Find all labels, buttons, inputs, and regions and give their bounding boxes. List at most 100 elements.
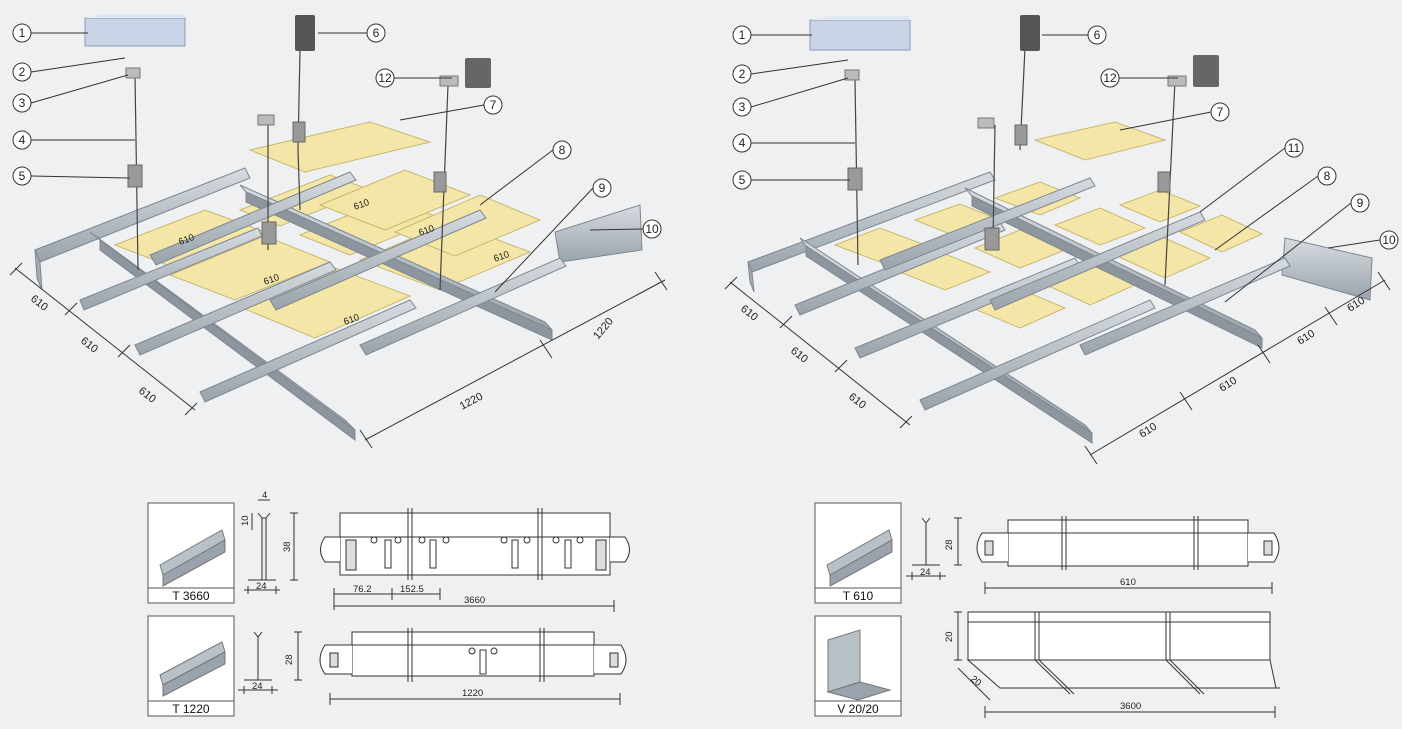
left-leader-2: [30, 74, 129, 104]
right-callout-label-8: 11: [1288, 141, 1301, 155]
profile-v2020: V 20/20 20 20 3600: [814, 611, 1280, 718]
left-bracket-3: [125, 67, 141, 79]
right-callout-circle-7: [1210, 102, 1230, 122]
t3660-dim-length: 3660: [464, 595, 485, 606]
right-callout-label-10: 9: [1357, 196, 1364, 210]
right-callout-label-4: 5: [739, 173, 746, 187]
right-dimensions: [724, 271, 1391, 465]
t3660-dim-76: 76.2: [353, 584, 372, 595]
right-leader-9: [1214, 175, 1319, 251]
left-callout-label-7: 7: [490, 98, 497, 112]
left-concrete-block: [84, 17, 186, 47]
right-callout-circle-1: [732, 64, 752, 84]
right-callout-circle-8: [1284, 138, 1304, 158]
left-callout-circle-8: [552, 140, 572, 160]
t1220-dim-length: 1220: [462, 688, 483, 699]
right-clip-6: [1020, 15, 1040, 51]
t610-dim-length: 610: [1120, 577, 1136, 588]
left-panel-mark-0: 610: [177, 232, 196, 248]
right-dim-right-1: 610: [1137, 421, 1159, 441]
left-callout-label-6: 12: [378, 71, 392, 85]
right-rails: [747, 171, 1373, 444]
left-clip-6: [295, 15, 315, 51]
left-dim-left-2: 610: [78, 335, 100, 356]
left-callout-label-4: 5: [19, 169, 26, 183]
left-callout-label-1: 2: [19, 65, 26, 79]
left-callout-label-2: 3: [19, 96, 26, 110]
t1220-dim-28: 28: [284, 654, 295, 665]
left-loose-panel: [248, 121, 432, 173]
left-dim-short: 1220: [591, 315, 616, 341]
t3660-dim-10: 10: [240, 515, 251, 526]
left-clip-12: [465, 58, 491, 88]
v2020-dim-width: 20: [968, 674, 983, 689]
right-callout-label-5: 6: [1094, 28, 1101, 42]
left-leader-10: [589, 228, 644, 231]
left-callout-circle-5: [366, 23, 386, 43]
right-callout-label-7: 7: [1217, 105, 1224, 119]
left-panel-mark-5: 610: [492, 249, 511, 265]
right-dim-right-3: 610: [1295, 328, 1317, 348]
right-concrete-block: [809, 19, 911, 51]
right-leader-7: [1119, 111, 1212, 131]
left-callout-circle-2: [12, 93, 32, 113]
right-callout-circle-11: [1379, 230, 1399, 250]
right-callout-label-3: 4: [739, 136, 746, 150]
t610-dim-24: 24: [920, 567, 931, 578]
t610-dim-28: 28: [944, 539, 955, 550]
right-callout-label-6: 12: [1103, 71, 1117, 85]
left-leader-9: [494, 187, 594, 293]
left-callout-label-3: 4: [19, 133, 26, 147]
right-callout-circle-4: [732, 170, 752, 190]
left-leader-7: [399, 104, 485, 121]
right-callout-circle-9: [1317, 166, 1337, 186]
left-callout-circle-4: [12, 166, 32, 186]
right-callout-circle-5: [1087, 25, 1107, 45]
left-callout-label-0: 1: [19, 26, 26, 40]
left-callout-label-8: 8: [559, 143, 566, 157]
right-callout-label-9: 8: [1324, 169, 1331, 183]
right-callout-circle-6: [1100, 68, 1120, 88]
left-panel-mark-1: 610: [262, 272, 281, 288]
left-dim-left-1: 610: [28, 293, 50, 314]
left-callout-label-9: 9: [599, 181, 606, 195]
right-leader-10: [1224, 202, 1352, 303]
profile-t610: T 610 28 24 610: [814, 502, 1280, 604]
right-callout-label-0: 1: [739, 28, 746, 42]
t1220-dim-24: 24: [252, 681, 263, 692]
left-callout-circle-9: [592, 178, 612, 198]
right-callout-circle-3: [732, 133, 752, 153]
caption-t610: T 610: [843, 589, 874, 603]
right-clip-12: [1193, 55, 1219, 87]
right-leader-8: [1199, 147, 1286, 213]
left-leader-8: [479, 149, 554, 206]
left-leader-4: [30, 175, 131, 179]
left-panel-mark-2: 610: [342, 312, 361, 328]
caption-t3660: T 3660: [172, 589, 209, 603]
left-callout-label-5: 6: [373, 26, 380, 40]
left-callout-circle-3: [12, 130, 32, 150]
left-spring-5: [127, 164, 143, 188]
right-callout-label-11: 10: [1382, 233, 1396, 247]
right-leader-2: [750, 77, 849, 108]
left-dimensions: [9, 262, 668, 449]
right-callout-circle-10: [1350, 193, 1370, 213]
left-leader-1: [30, 57, 126, 73]
t3660-dim-24: 24: [256, 581, 267, 592]
right-leader-11: [1327, 239, 1381, 249]
right-callout-circle-2: [732, 97, 752, 117]
caption-v2020: V 20/20: [837, 702, 879, 716]
right-dim-left-2: 610: [788, 345, 810, 366]
t3660-dim-152: 152.5: [400, 584, 424, 595]
left-callout-circle-6: [375, 68, 395, 88]
right-loose-panel: [1033, 121, 1167, 161]
left-callout-circle-10: [642, 219, 662, 239]
right-dim-left-1: 610: [738, 303, 760, 324]
right-callout-label-2: 3: [739, 100, 746, 114]
left-callout-circle-7: [483, 95, 503, 115]
